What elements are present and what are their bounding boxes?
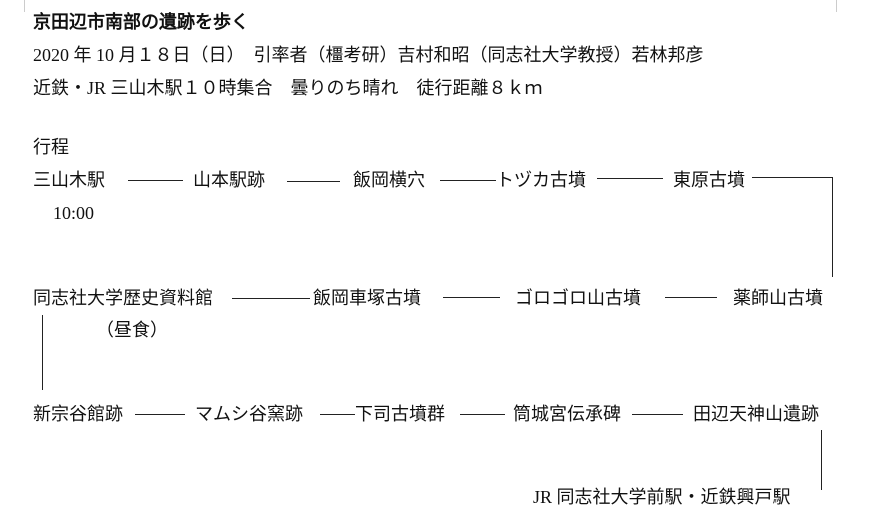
route-connector-vertical [832, 177, 833, 277]
stop-sanyamaki-station: 三山木駅 [33, 170, 105, 190]
route-connector [665, 297, 717, 298]
stop-gorogoroyama-kofun: ゴロゴロ山古墳 [515, 288, 641, 308]
route-connector-vertical [42, 315, 43, 390]
document-title: 京田辺市南部の遺跡を歩く [33, 12, 249, 32]
start-time: 10:00 [53, 203, 95, 223]
route-connector [752, 177, 832, 178]
stop-geshi-kofun-group: 下司古墳群 [355, 404, 445, 424]
stop-higashihara-kofun: 東原古墳 [673, 170, 745, 190]
route-connector [287, 181, 340, 182]
stop-yamamoto-eki-ato: 山本駅跡 [193, 170, 265, 190]
page-corner-mark [836, 0, 849, 12]
date-and-guides: 2020 年 10 月１８日（日） 引率者（橿考研）吉村和昭（同志社大学教授）若… [33, 45, 704, 65]
itinerary-heading: 行程 [33, 137, 69, 157]
stop-mamushidani-kiln-site: マムシ谷窯跡 [195, 404, 303, 424]
route-connector [597, 178, 663, 179]
stop-tsutsuki-palace-monument: 筒城宮伝承碑 [513, 404, 621, 424]
stop-tanabe-tenjinyama-site: 田辺天神山遺跡 [693, 404, 819, 424]
route-connector [440, 180, 496, 181]
stop-iioka-yokoana: 飯岡横穴 [353, 170, 425, 190]
stop-yakushiyama-kofun: 薬師山古墳 [733, 288, 823, 308]
end-stations: JR 同志社大学前駅・近鉄興戸駅 [533, 487, 791, 507]
stop-iioka-kurumazuka-kofun: 飯岡車塚古墳 [313, 288, 421, 308]
page-corner-mark [12, 0, 25, 12]
route-connector-vertical [821, 430, 822, 490]
route-connector [128, 180, 183, 181]
route-connector [443, 297, 500, 298]
meeting-info: 近鉄・JR 三山木駅１０時集合 曇りのち晴れ 徒行距離８ｋｍ [33, 78, 543, 98]
route-connector [632, 414, 683, 415]
route-connector [135, 414, 185, 415]
route-connector [460, 414, 505, 415]
lunch-note: （昼食） [96, 320, 168, 340]
stop-tozuka-kofun: トヅカ古墳 [496, 170, 586, 190]
stop-doshisha-history-museum: 同志社大学歴史資料館 [33, 288, 213, 308]
route-connector [320, 414, 355, 415]
route-connector [232, 298, 310, 299]
stop-shinsoya-yakata-ato: 新宗谷館跡 [33, 404, 123, 424]
